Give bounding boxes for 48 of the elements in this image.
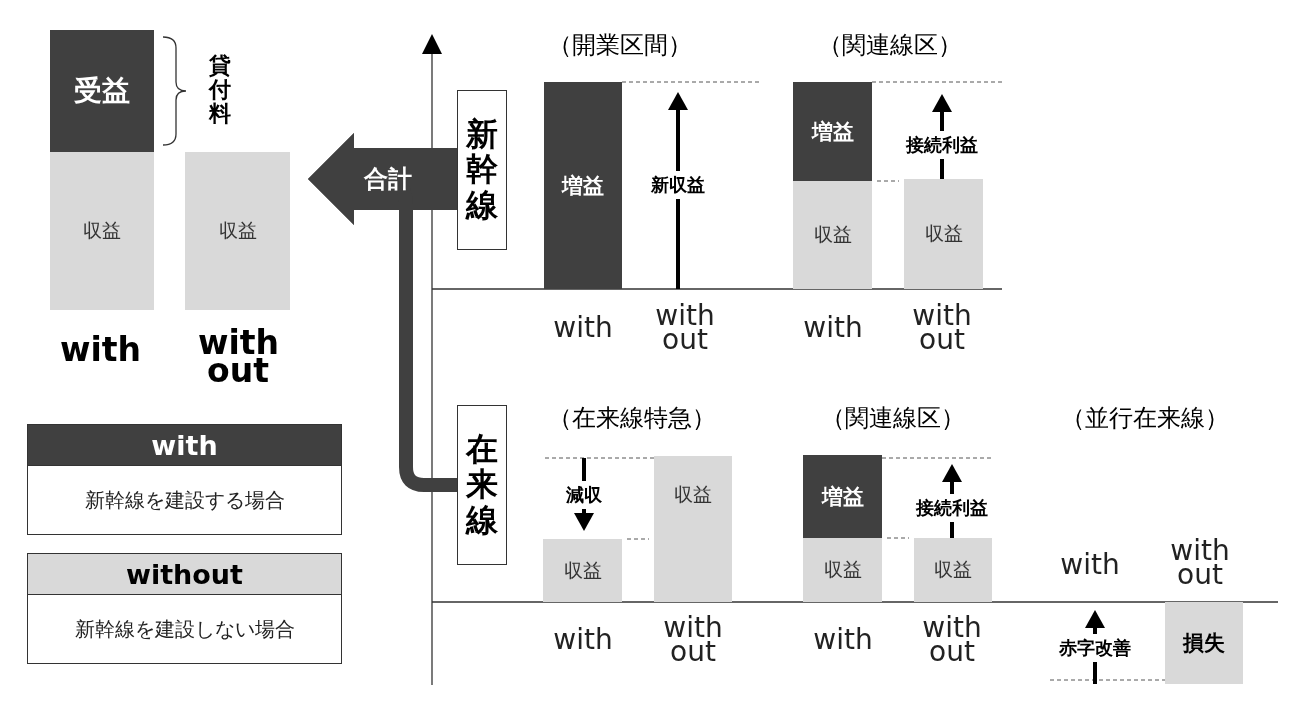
category-label: 新幹線	[465, 117, 499, 223]
section-heading: （並行在来線）	[1061, 403, 1229, 434]
measure-label: 減収	[565, 481, 603, 509]
bar-segment: 増益	[803, 455, 882, 538]
axis-label: with out	[654, 304, 716, 352]
measure-label: 赤字改善	[1058, 634, 1132, 662]
legend-text: 新幹線を建設しない場合	[74, 615, 295, 643]
axis-label: with out	[921, 616, 983, 664]
axis-label: with	[812, 628, 874, 652]
bar-segment: 収益	[914, 538, 992, 602]
section-heading: （在来線特急）	[548, 403, 716, 434]
measure-label: 接続利益	[905, 131, 979, 159]
category-box	[457, 405, 507, 565]
bar-segment: 収益	[185, 152, 290, 310]
legend-box	[27, 553, 342, 664]
axis-label: with out	[662, 616, 724, 664]
category-box	[457, 90, 507, 250]
axis-label: with	[60, 336, 140, 364]
bar-segment: 収益	[50, 152, 154, 310]
axis-label: with	[1059, 553, 1121, 577]
bar-segment: 損失	[1165, 602, 1243, 684]
axis-label: with	[802, 316, 864, 340]
category-label: 在来線	[465, 432, 499, 538]
thick-arrow	[308, 133, 457, 492]
bar-segment: 収益	[803, 538, 882, 602]
measure-label: 接続利益	[915, 494, 989, 522]
legend-text: 新幹線を建設する場合	[84, 486, 285, 514]
axis-label: with	[552, 316, 614, 340]
bar-segment: 受益	[50, 30, 154, 152]
section-heading: （関連線区）	[818, 30, 962, 61]
bar-segment: 収益	[654, 456, 732, 602]
bar-segment: 増益	[793, 82, 872, 181]
bracket-label: 貸付料	[208, 53, 232, 127]
bar-segment: 収益	[904, 179, 983, 289]
bar-segment: 増益	[544, 82, 622, 289]
section-heading: （関連線区）	[821, 403, 965, 434]
legend-heading: with	[151, 429, 218, 461]
edge-label: 合計	[364, 164, 412, 195]
measure-label: 新収益	[650, 171, 706, 199]
legend-box	[27, 424, 342, 535]
section-heading: （開業区間）	[548, 30, 692, 61]
bar-segment: 収益	[793, 181, 872, 289]
axis-label: with	[552, 628, 614, 652]
legend-heading: without	[126, 558, 243, 590]
axis-label: with out	[198, 328, 278, 386]
axis-label: with out	[911, 304, 973, 352]
axis-label: with out	[1169, 539, 1231, 587]
bar-segment: 収益	[543, 539, 622, 602]
